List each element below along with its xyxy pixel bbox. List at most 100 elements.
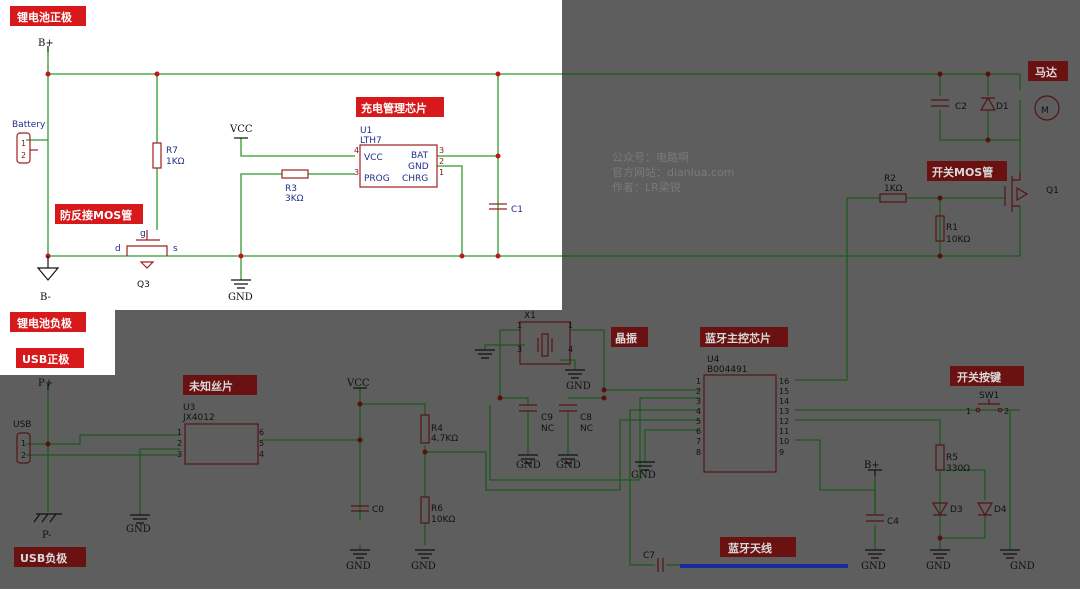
mosfet-q3: d g s Q3: [115, 229, 178, 290]
svg-text:1: 1: [21, 439, 26, 448]
diode-d1: D1: [979, 96, 1009, 112]
svg-text:8: 8: [696, 448, 701, 457]
unknown-ic-u3: U3 JX4012 1 2 3 6 5 4: [177, 403, 264, 465]
ground-symbol-r6: GND: [411, 549, 436, 572]
ground-symbol-sw1: GND: [1000, 549, 1035, 572]
svg-text:锂电池负极: 锂电池负极: [17, 316, 73, 330]
gnd-label-c9: GND: [516, 460, 541, 471]
u3-part: JX4012: [182, 413, 215, 423]
svg-text:3: 3: [439, 146, 444, 155]
r4-label: R4: [431, 424, 443, 434]
r7-value: 1KΩ: [166, 157, 185, 167]
svg-text:蓝牙主控芯片: 蓝牙主控芯片: [705, 331, 771, 345]
svg-text:3: 3: [354, 168, 359, 177]
tag-li-neg: 锂电池负极: [10, 312, 86, 332]
svg-text:2: 2: [177, 439, 182, 448]
ground-symbol-c0: GND: [346, 549, 371, 572]
ground-symbol-c8: GND: [556, 454, 581, 471]
vcc-label-top: VCC: [229, 124, 253, 135]
r3-value: 3KΩ: [285, 194, 304, 204]
svg-text:蓝牙天线: 蓝牙天线: [728, 541, 772, 555]
b-plus-label-bottom: B+: [864, 460, 880, 471]
tag-antenna: 蓝牙天线: [720, 537, 796, 557]
ground-symbol-u4: GND: [631, 461, 656, 481]
gnd-label-x1: GND: [566, 381, 591, 392]
q3-s-label: s: [173, 244, 178, 254]
ground-symbol-u3: GND: [126, 514, 151, 535]
svg-text:1: 1: [21, 139, 26, 148]
svg-text:2: 2: [696, 387, 701, 396]
svg-text:2: 2: [439, 157, 444, 166]
svg-text:3: 3: [177, 450, 182, 459]
u1-part: LTH7: [360, 136, 382, 146]
u1-chrg-pin: CHRG: [402, 174, 428, 184]
svg-text:4: 4: [354, 146, 359, 155]
svg-text:1: 1: [177, 428, 182, 437]
watermark-line-3: 作者：LR梁锐: [612, 180, 681, 194]
ground-symbol-x1-right: GND: [565, 369, 591, 392]
r5-label: R5: [946, 453, 958, 463]
tag-usb-pos: USB正极: [16, 348, 84, 368]
q3-d-label: d: [115, 244, 121, 254]
u1-gnd-pin: GND: [408, 162, 429, 172]
c9-label: C9: [541, 413, 553, 423]
ground-symbol-x1-left: [475, 349, 495, 359]
tag-li-pos: 锂电池正极: [10, 6, 86, 26]
vcc-label-bottom: VCC: [346, 378, 370, 389]
tag-mcu: 蓝牙主控芯片: [700, 327, 788, 347]
q1-label: Q1: [1046, 186, 1059, 196]
b-plus-symbol-bottom: B+: [864, 460, 882, 476]
mosfet-q1: Q1: [1004, 172, 1059, 212]
tag-switch-mos: 开关MOS管: [927, 161, 1007, 181]
svg-text:7: 7: [696, 437, 701, 446]
tag-crystal: 晶振: [611, 327, 648, 347]
r3-label: R3: [285, 184, 297, 194]
mcu-u4: U4 B004491 1 2 3 4 5 6 7 8 16 15 14 13 1…: [696, 355, 789, 473]
c0-label: C0: [372, 505, 384, 515]
charge-ic-u1: U1 LTH7 VCC PROG BAT GND CHRG 4 3 3 2 1: [354, 126, 444, 188]
svg-text:USB负极: USB负极: [20, 551, 68, 565]
u1-prog-pin: PROG: [364, 174, 390, 184]
usb-connector: 1 2 USB: [13, 420, 31, 464]
dark-wires: [26, 73, 1021, 566]
vcc-symbol-top: VCC: [229, 124, 253, 139]
svg-text:3: 3: [517, 345, 522, 354]
gnd-label-leds: GND: [926, 561, 951, 572]
watermark-line-1: 公众号：电路啊: [612, 151, 689, 164]
d4-label: D4: [994, 505, 1007, 515]
svg-text:11: 11: [779, 427, 789, 436]
gnd-label-r6: GND: [411, 561, 436, 572]
svg-text:1: 1: [439, 168, 444, 177]
crystal-x1: X1 1 1 3 4: [517, 311, 573, 365]
r6-value: 10KΩ: [431, 515, 455, 525]
bright-wires: [26, 52, 562, 280]
u4-part: B004491: [707, 365, 748, 375]
svg-text:防反接MOS管: 防反接MOS管: [60, 208, 132, 222]
vcc-symbol-bottom: VCC: [346, 378, 370, 389]
gnd-label-c8: GND: [556, 460, 581, 471]
r4-value: 4.7KΩ: [431, 434, 458, 444]
svg-text:4: 4: [259, 450, 264, 459]
svg-text:1: 1: [696, 377, 701, 386]
svg-text:4: 4: [568, 345, 573, 354]
c2-label: C2: [955, 102, 967, 112]
resistor-r4: R4 4.7KΩ: [420, 414, 458, 444]
r6-label: R6: [431, 504, 443, 514]
c4-label: C4: [887, 517, 899, 527]
u1-label: U1: [360, 126, 372, 136]
gnd-label-c4: GND: [861, 561, 886, 572]
b-plus-symbol: B+: [38, 38, 54, 52]
u1-vcc-pin: VCC: [364, 153, 383, 163]
capacitor-c0: C0: [351, 505, 384, 515]
gnd-label-c0: GND: [346, 561, 371, 572]
r5-value: 330Ω: [946, 464, 970, 474]
b-minus-label: B-: [40, 292, 51, 303]
svg-text:10: 10: [779, 437, 789, 446]
svg-text:锂电池正极: 锂电池正极: [17, 10, 73, 24]
svg-text:2: 2: [1004, 407, 1009, 416]
d1-label: D1: [996, 102, 1009, 112]
ground-symbol-c9: GND: [516, 454, 541, 471]
tag-usb-neg: USB负极: [14, 547, 86, 567]
ground-symbol-c4: GND: [861, 549, 886, 572]
